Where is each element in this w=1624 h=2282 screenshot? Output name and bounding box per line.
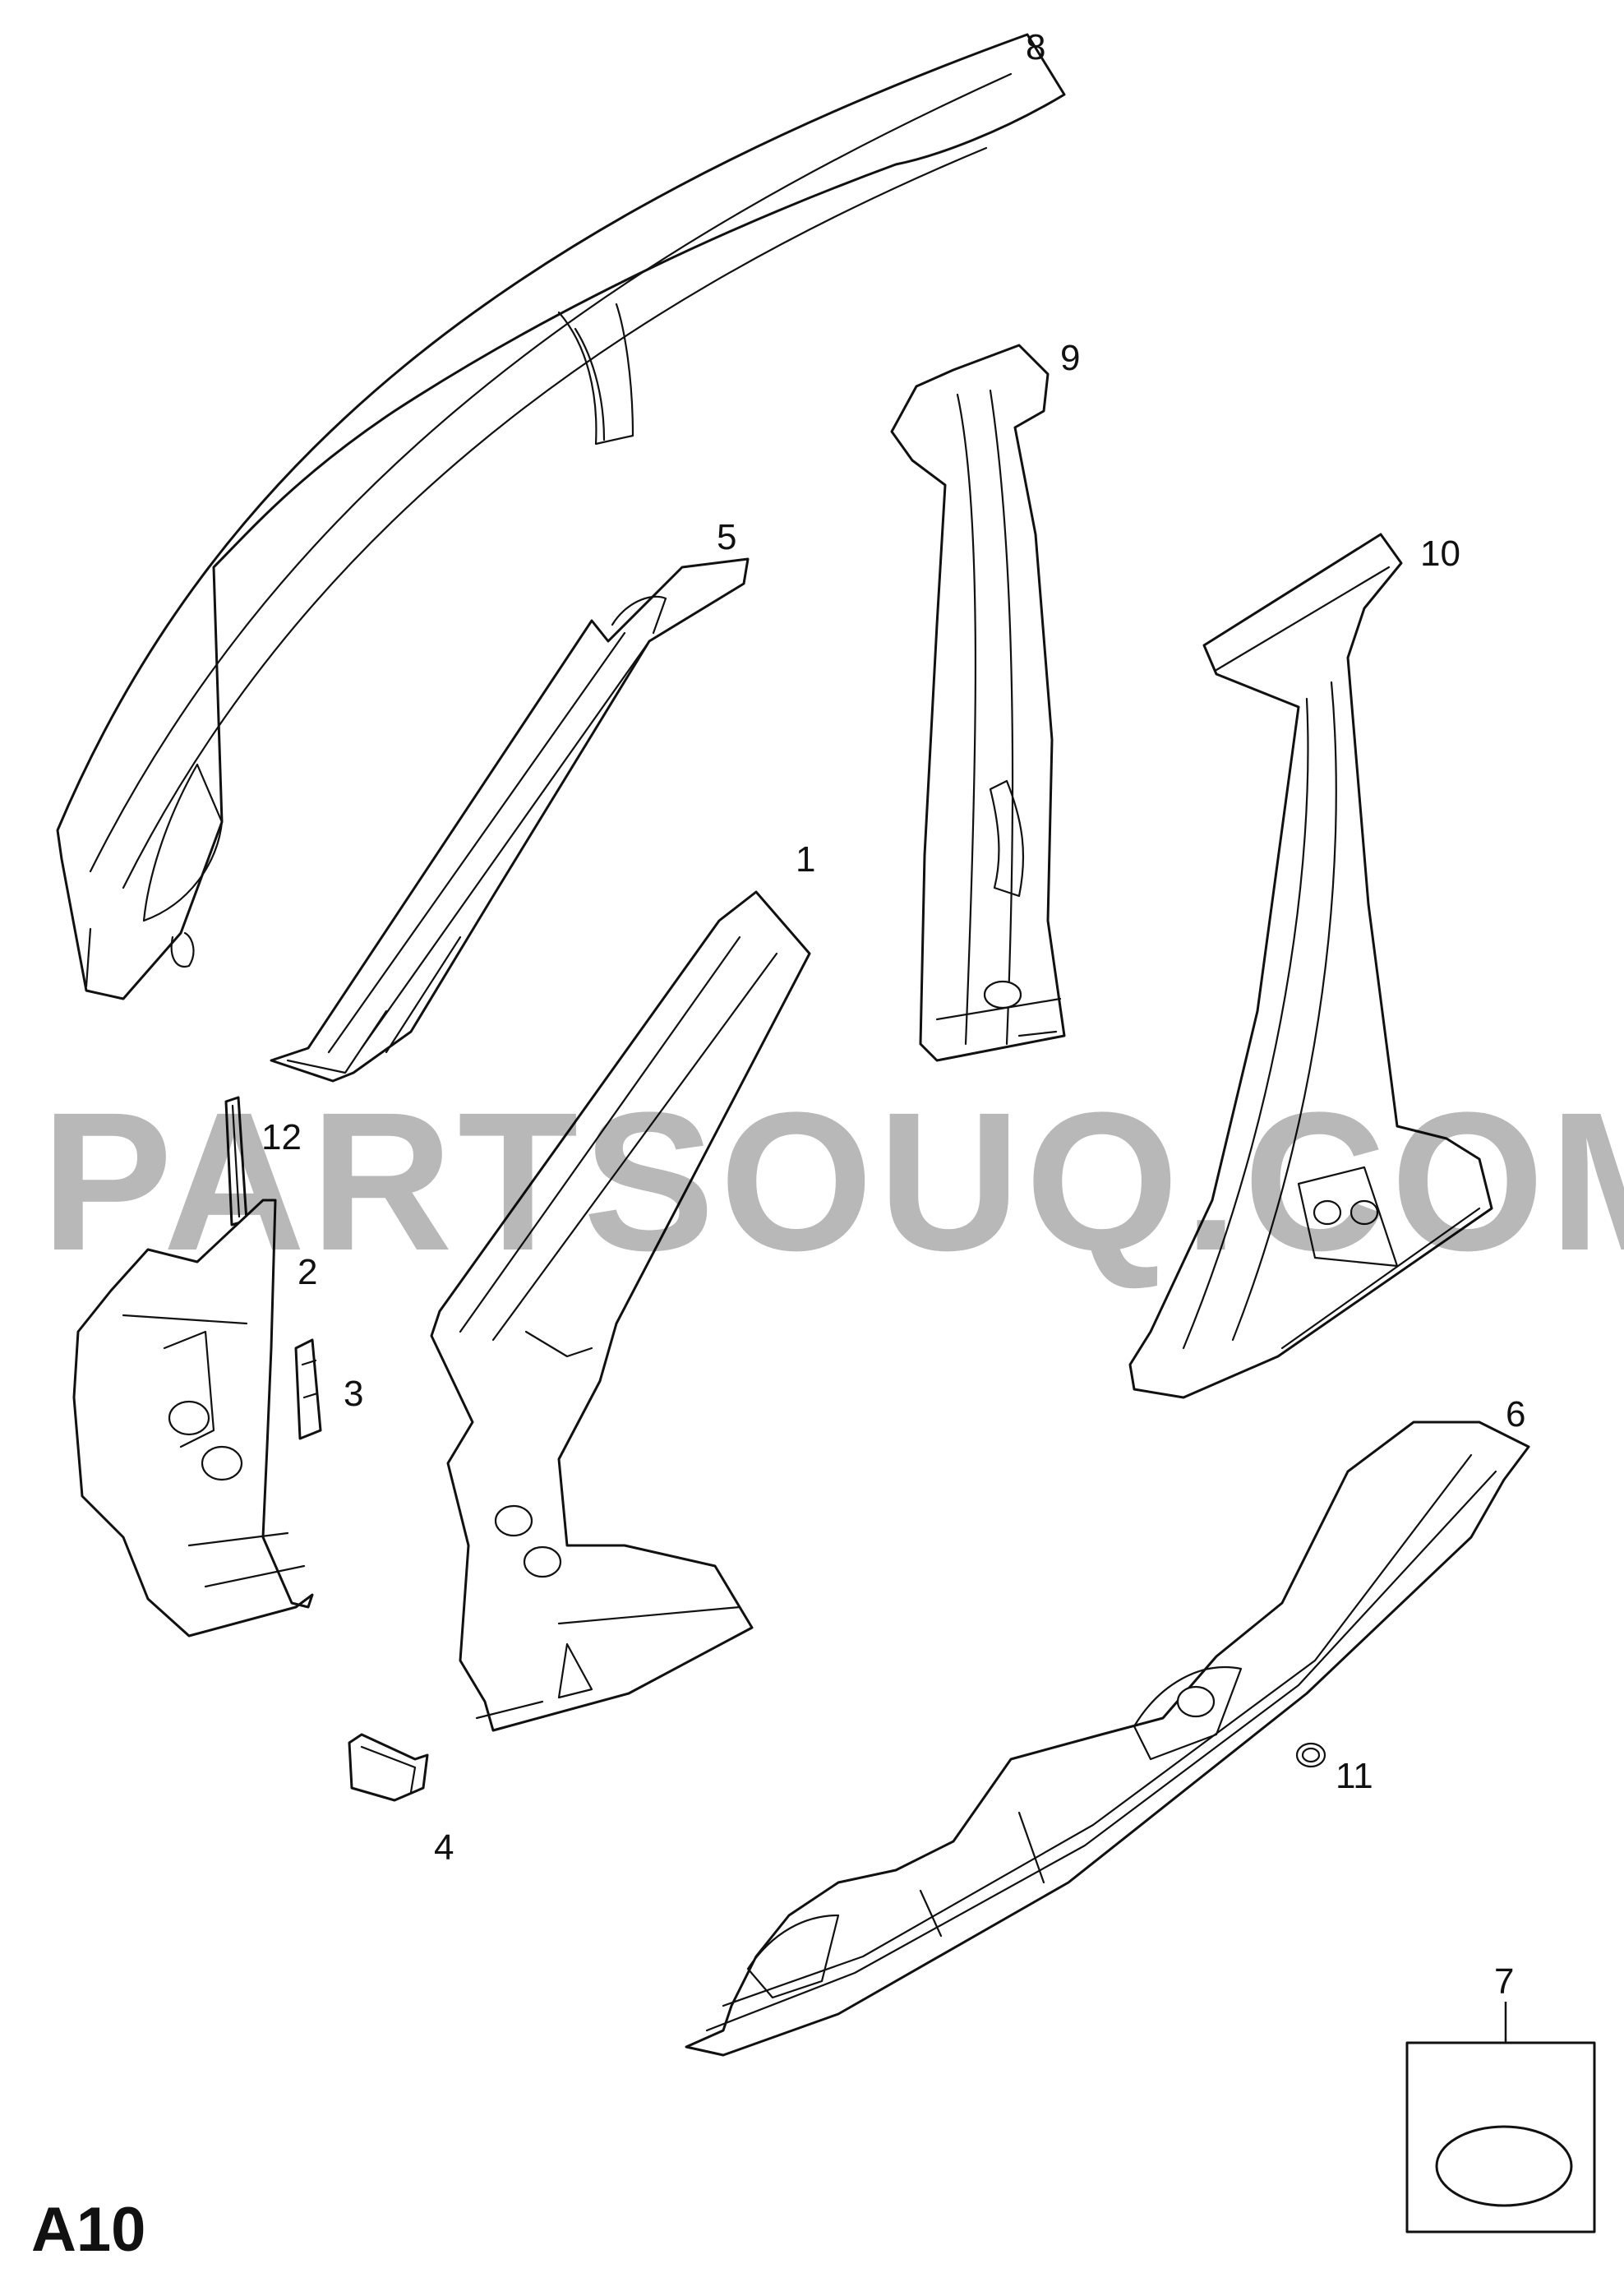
part-9-b-pillar-inner[interactable] bbox=[890, 344, 1066, 1062]
callout-7[interactable]: 7 bbox=[1494, 1961, 1514, 2002]
part-1-a-pillar-outer[interactable] bbox=[430, 890, 811, 1732]
part-8-roof-rail[interactable] bbox=[56, 33, 1066, 1000]
part-3-bracket[interactable] bbox=[294, 1338, 322, 1440]
part-4-mount-bracket[interactable] bbox=[348, 1733, 429, 1802]
callout-4[interactable]: 4 bbox=[434, 1827, 454, 1868]
callout-10[interactable]: 10 bbox=[1420, 534, 1460, 574]
part-2-pillar-inner-lower[interactable] bbox=[72, 1199, 314, 1638]
callout-11[interactable]: 11 bbox=[1336, 1756, 1373, 1796]
watermark: PARTSOUQ.COM bbox=[41, 1071, 1624, 1291]
callout-5[interactable]: 5 bbox=[717, 517, 736, 557]
callout-9[interactable]: 9 bbox=[1060, 338, 1080, 378]
callout-3[interactable]: 3 bbox=[344, 1374, 363, 1414]
part-10-b-pillar-outer[interactable] bbox=[1128, 533, 1493, 1399]
part-6-rocker-panel[interactable] bbox=[685, 1420, 1530, 2057]
page-code: A10 bbox=[31, 2195, 145, 2265]
part-5-pillar-reinforcement[interactable] bbox=[270, 557, 750, 1083]
callout-2[interactable]: 2 bbox=[298, 1252, 317, 1292]
part-11-grommet[interactable] bbox=[1295, 1742, 1326, 1768]
callout-6[interactable]: 6 bbox=[1506, 1394, 1525, 1434]
callout-8[interactable]: 8 bbox=[1026, 27, 1045, 67]
callout-1[interactable]: 1 bbox=[796, 839, 815, 880]
part-7-box[interactable] bbox=[1405, 2002, 1596, 2233]
callout-12[interactable]: 12 bbox=[261, 1117, 302, 1157]
